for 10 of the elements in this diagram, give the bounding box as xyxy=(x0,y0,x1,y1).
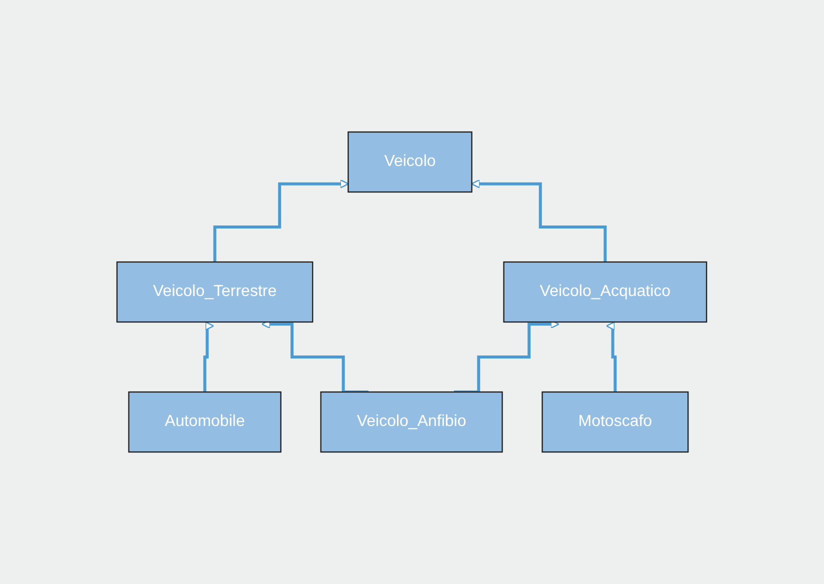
node-box: Veicolo xyxy=(348,131,473,193)
arrow xyxy=(471,179,607,264)
arrow xyxy=(204,321,214,394)
node-box: Veicolo_Terrestre xyxy=(116,261,314,323)
node-box: Veicolo_Acquatico xyxy=(503,261,708,323)
node-box: Automobile xyxy=(128,391,282,453)
arrow xyxy=(214,179,350,264)
arrow xyxy=(606,321,617,394)
node-box: Veicolo_Anfibio xyxy=(320,391,504,453)
node-box: Motoscafo xyxy=(542,391,689,453)
